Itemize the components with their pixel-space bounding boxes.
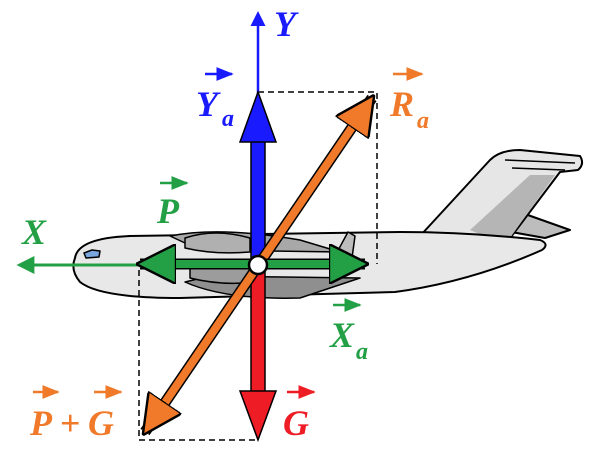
engine-far — [184, 232, 251, 254]
label-pg-p: P — [29, 403, 53, 443]
label-axis-x: X — [21, 212, 47, 252]
label-ya-sub: a — [222, 106, 234, 132]
label-xa-text: X — [329, 315, 355, 355]
label-pg-g: G — [88, 403, 114, 443]
label-ya: Y a — [196, 67, 234, 132]
label-pg-plus: + — [60, 403, 81, 443]
tail-fin-rudder — [504, 159, 576, 171]
label-ra-sub: a — [417, 108, 429, 134]
label-ra: R a — [389, 67, 429, 134]
label-p-plus-g: P + G — [29, 385, 123, 443]
tail-fin — [419, 149, 584, 246]
cockpit-window — [83, 249, 101, 259]
parallelogram-pg — [138, 270, 258, 441]
label-xa: X a — [329, 298, 368, 365]
label-ra-text: R — [389, 84, 414, 124]
label-g: G — [283, 385, 316, 443]
label-axis-y: Y — [274, 4, 299, 44]
label-axis-y-text: Y — [274, 4, 299, 44]
label-p-text: P — [156, 191, 180, 231]
label-xa-sub: a — [356, 339, 368, 365]
label-g-text: G — [283, 403, 309, 443]
center-of-mass — [247, 254, 269, 276]
label-ya-text: Y — [196, 84, 221, 124]
construction-lines — [138, 91, 378, 441]
label-axis-x-text: X — [21, 212, 47, 252]
label-p: P — [156, 176, 189, 231]
parallelogram-ya-ra — [258, 91, 378, 264]
tail-fin-shade — [470, 175, 555, 245]
